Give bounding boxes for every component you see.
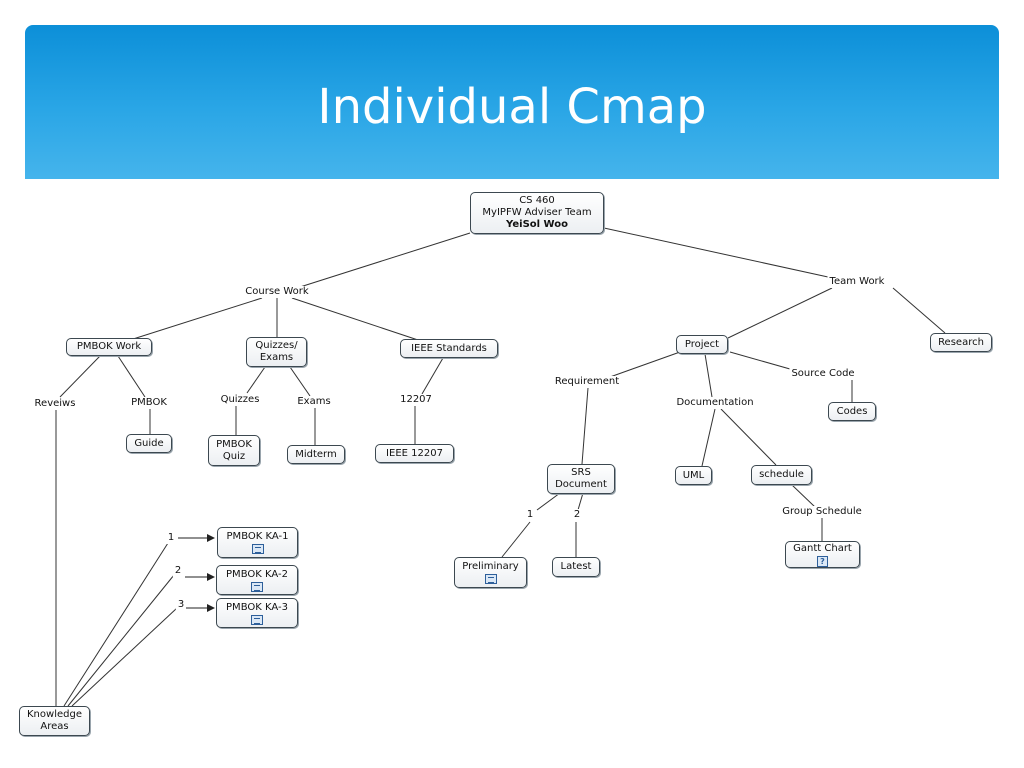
link-ka-2: 2 — [172, 565, 184, 577]
concept-pmbok-ka2[interactable]: PMBOK KA-2 — [216, 565, 298, 595]
concept-label: Codes — [836, 405, 868, 417]
concept-label: PMBOK KA-3 — [226, 601, 288, 613]
concept-label: PMBOK KA-1 — [226, 531, 289, 542]
link-quizzes: Quizzes — [218, 394, 262, 406]
link-reveiws: Reveiws — [32, 398, 78, 410]
concept-midterm[interactable]: Midterm — [287, 445, 345, 464]
concept-pmbok-work[interactable]: PMBOK Work — [66, 338, 152, 356]
concept-label: schedule — [759, 469, 804, 480]
concept-label: Quiz — [222, 450, 246, 462]
concept-knowledge-areas[interactable]: Knowledge Areas — [19, 706, 90, 736]
concept-label: UML — [682, 469, 705, 481]
concept-label: PMBOK KA-2 — [226, 568, 288, 580]
concept-label: PMBOK — [216, 438, 252, 450]
concept-srs-document[interactable]: SRS Document — [547, 464, 615, 494]
concept-pmbok-ka1[interactable]: PMBOK KA-1 — [217, 527, 298, 558]
concept-label: Project — [684, 338, 720, 350]
link-group-schedule: Group Schedule — [780, 506, 864, 518]
link-requirement: Requirement — [552, 376, 622, 388]
document-resource-icon[interactable] — [484, 574, 497, 584]
concept-gantt-chart[interactable]: Gantt Chart ? — [785, 541, 860, 568]
concept-label: Knowledge — [27, 709, 82, 720]
concept-label: IEEE Standards — [411, 342, 487, 354]
concept-ieee-standards[interactable]: IEEE Standards — [400, 339, 498, 358]
question-resource-icon[interactable]: ? — [817, 555, 828, 567]
slide-title: Individual Cmap — [317, 79, 707, 135]
concept-label: Gantt Chart — [793, 542, 852, 554]
root-line-2: MyIPFW Adviser Team — [482, 207, 592, 218]
document-resource-icon[interactable] — [251, 581, 263, 592]
link-srs-1: 1 — [524, 509, 536, 521]
link-ka-1: 1 — [165, 532, 177, 544]
concept-project[interactable]: Project — [676, 335, 728, 354]
concept-ieee-12207[interactable]: IEEE 12207 — [375, 444, 454, 463]
link-pmbok: PMBOK — [129, 397, 169, 409]
concept-label: Quizzes/ — [255, 340, 298, 351]
concept-pmbok-ka3[interactable]: PMBOK KA-3 — [216, 598, 298, 628]
title-banner: Individual Cmap — [25, 25, 999, 179]
concept-label: Research — [938, 336, 984, 348]
concept-uml[interactable]: UML — [675, 466, 712, 485]
concept-latest[interactable]: Latest — [552, 557, 600, 577]
concept-label: IEEE 12207 — [386, 447, 443, 459]
concept-root[interactable]: CS 460 MyIPFW Adviser Team YeiSol Woo — [470, 192, 604, 234]
concept-guide[interactable]: Guide — [126, 434, 172, 453]
link-srs-2: 2 — [571, 509, 583, 521]
link-course-work: Course Work — [243, 286, 311, 298]
concept-label: Document — [555, 479, 607, 490]
concept-label: Latest — [560, 561, 592, 572]
concept-label: Areas — [40, 721, 69, 732]
root-line-1: CS 460 — [519, 195, 555, 206]
concept-research[interactable]: Research — [930, 333, 992, 352]
concept-pmbok-quiz[interactable]: PMBOK Quiz — [208, 435, 260, 466]
link-exams: Exams — [295, 396, 333, 408]
concept-label: PMBOK Work — [76, 341, 142, 352]
link-source-code: Source Code — [789, 368, 857, 380]
link-12207: 12207 — [398, 394, 434, 406]
link-team-work: Team Work — [827, 276, 887, 288]
document-resource-icon[interactable] — [251, 544, 264, 554]
link-documentation: Documentation — [674, 397, 756, 409]
concept-label: Guide — [134, 437, 164, 449]
concept-label: Exams — [259, 352, 294, 363]
concept-label: SRS — [571, 467, 591, 478]
concept-preliminary[interactable]: Preliminary — [454, 557, 527, 588]
concept-label: Preliminary — [462, 561, 519, 572]
concept-codes[interactable]: Codes — [828, 402, 876, 421]
link-ka-3: 3 — [175, 599, 187, 611]
concept-schedule[interactable]: schedule — [751, 465, 812, 485]
root-line-3: YeiSol Woo — [506, 219, 568, 230]
concept-label: Midterm — [295, 448, 337, 460]
document-resource-icon[interactable] — [251, 614, 263, 625]
concept-quizzes-exams[interactable]: Quizzes/ Exams — [246, 337, 307, 367]
